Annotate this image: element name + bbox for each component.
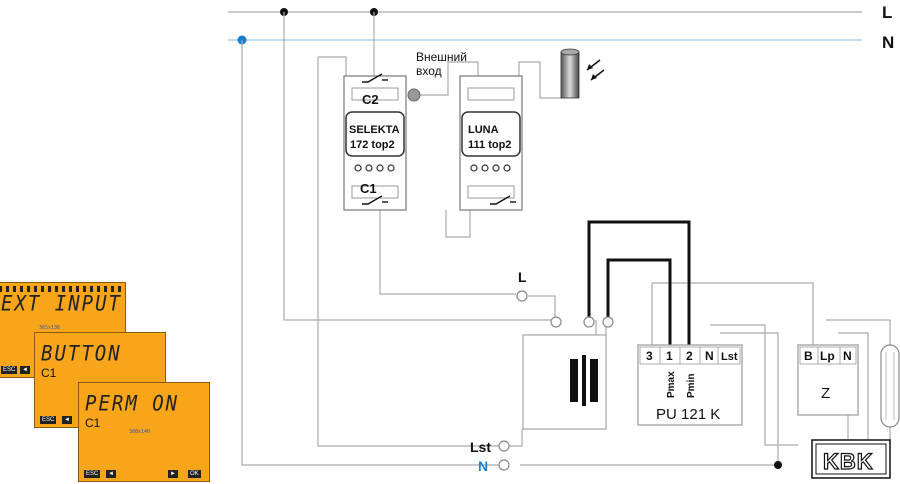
lcd-main-text: EXT INPUT (1, 291, 122, 317)
pu-pin-lst: Lst (721, 351, 738, 363)
pu-pmin-label: Pmin (686, 374, 697, 398)
selekta-device: C2 C1 SELEKTA 172 top2 (343, 73, 407, 211)
z-name: Z (821, 385, 830, 402)
terminal-lst (498, 440, 510, 452)
kbk-logo: KBK (811, 439, 891, 479)
light-sensor-icon (560, 48, 605, 99)
ext-input-label-1: Внешний (416, 50, 467, 64)
z-pin-n: N (843, 349, 852, 363)
selekta-c2-label: C2 (362, 92, 379, 107)
lcd-sub-text: C1 (41, 366, 57, 380)
pu-name: PU 121 K (656, 406, 720, 423)
lcd-key-left: ◄ (106, 470, 116, 478)
kbk-logo-text: KBK (823, 449, 874, 474)
lcd-indicator-strip (0, 286, 121, 292)
z-pin-lp: Lp (820, 349, 835, 363)
lcd-keys: ESC ◄ (38, 415, 162, 424)
terminal-n (498, 459, 510, 471)
transformer-block (522, 334, 607, 430)
selekta-model: SELEKTA (349, 124, 400, 136)
lcd-display-perm-on: PERM ON C1 300x140 ESC ◄ ► OK (78, 382, 210, 482)
lcd-key-esc: ESC (1, 366, 18, 374)
pu-pin-1: 1 (666, 349, 673, 363)
z-pin-b: B (804, 349, 813, 363)
lcd-keys: ESC ◄ ► OK (82, 469, 206, 478)
lcd-key-esc: ESC (40, 416, 57, 424)
lcd-key-right: ► (168, 470, 178, 478)
ext-input-terminal (407, 88, 421, 102)
lcd-key-left: ◄ (20, 366, 30, 374)
lcd-small-text: 365x136 (39, 325, 61, 331)
pu121k-device: 3 1 2 N Lst Pmax Pmin PU 121 K (637, 344, 743, 426)
luna-model: LUNA (468, 124, 499, 136)
lcd-keys: ESC ◄ (0, 365, 122, 374)
luna-version: 111 top2 (468, 139, 511, 151)
terminal-l (516, 290, 528, 302)
control-wires (587, 220, 691, 345)
terminal (602, 316, 614, 328)
terminal-lst-label: Lst (470, 439, 491, 455)
lamp-tube-icon (880, 344, 900, 428)
lcd-main-text: PERM ON (85, 391, 180, 417)
terminal-l-label: L (518, 269, 527, 285)
z-block: B Lp N Z (797, 344, 859, 416)
selekta-version: 172 top2 (350, 139, 395, 151)
terminal (583, 316, 595, 328)
lcd-main-text: BUTTON (41, 341, 122, 367)
pu-pin-2: 2 (686, 349, 693, 363)
pu-pmax-label: Pmax (666, 371, 677, 398)
lcd-sub-text: C1 (85, 416, 101, 430)
lcd-key-esc: ESC (84, 470, 101, 478)
terminal (550, 316, 562, 328)
lcd-key-left: ◄ (62, 416, 72, 424)
lcd-key-ok: OK (188, 470, 201, 478)
lcd-small-text: 300x140 (129, 429, 151, 435)
selekta-c1-label: C1 (360, 181, 377, 196)
luna-device: LUNA 111 top2 (459, 75, 523, 211)
ext-input-label-2: вход (416, 64, 442, 78)
n-rail-label: N (882, 33, 894, 52)
terminal-n-label: N (478, 458, 488, 474)
pu-pin-n: N (705, 349, 714, 363)
junction-dot (774, 461, 782, 469)
l-rail-label: L (882, 3, 892, 22)
pu-pin-3: 3 (646, 349, 653, 363)
